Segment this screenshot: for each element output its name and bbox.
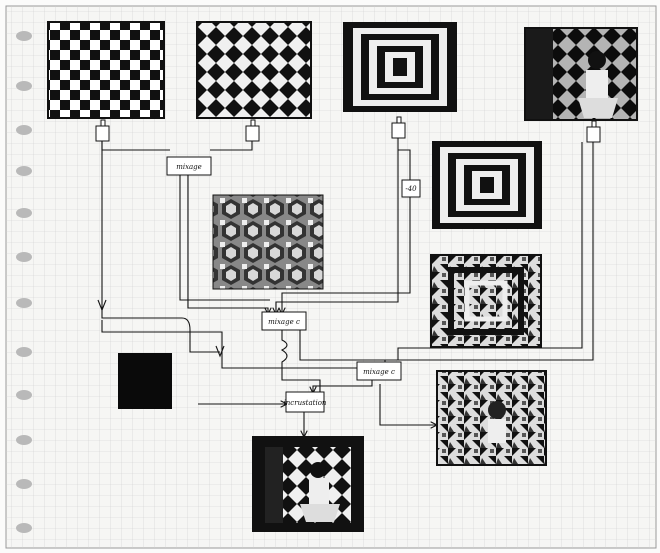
concentric-squares-image bbox=[343, 22, 457, 112]
delay-label: -40 bbox=[405, 185, 417, 193]
mixer-top-label: mixage bbox=[176, 163, 202, 171]
scrambled-figure-image bbox=[437, 371, 546, 465]
inlay-label: incrustation bbox=[284, 399, 327, 407]
delay-node: -40 bbox=[402, 180, 420, 197]
mixer-mid-node: mixage c bbox=[262, 312, 306, 330]
mixer-right-label: mixage c bbox=[363, 368, 395, 376]
concentric-squares-delayed-image bbox=[432, 141, 542, 229]
mixer-top-node: mixage bbox=[167, 157, 211, 175]
diamond-pattern-image bbox=[197, 22, 311, 118]
mixer-right-node: mixage c bbox=[357, 362, 401, 380]
mixer-mid-label: mixage c bbox=[268, 318, 300, 326]
inlay-node: incrustation bbox=[284, 392, 327, 412]
checkerboard-image bbox=[48, 22, 164, 118]
figure-with-diamonds-image bbox=[525, 28, 637, 120]
black-key-square bbox=[118, 353, 172, 409]
final-output-image bbox=[253, 437, 363, 531]
hexagon-mix-image bbox=[213, 195, 323, 289]
squares-diamond-mix-image bbox=[431, 255, 541, 347]
